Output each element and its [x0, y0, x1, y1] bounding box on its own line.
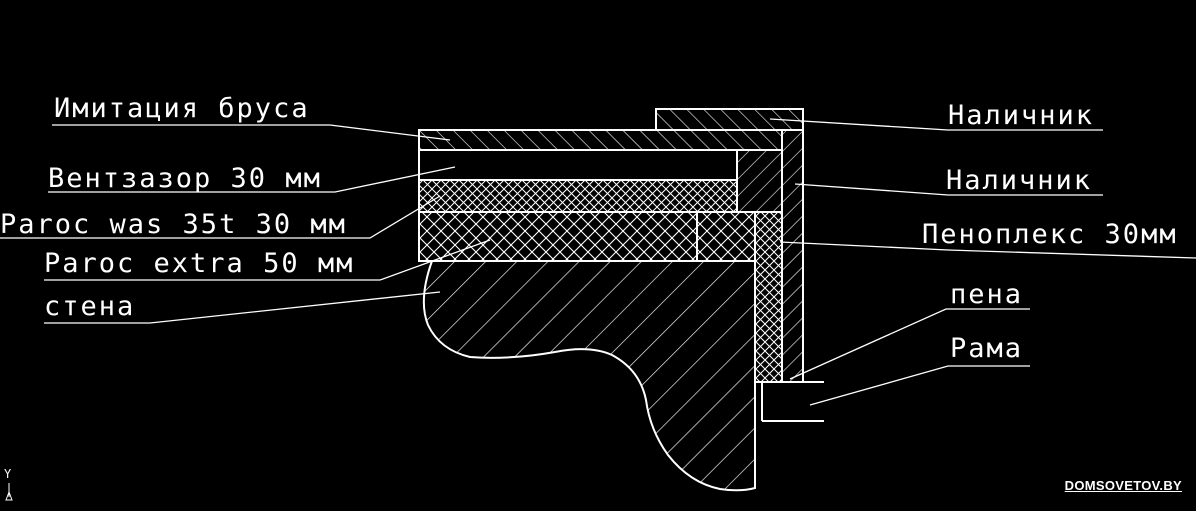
- label-frame: Рама: [950, 333, 1023, 364]
- vent-gap-layer: [418, 149, 738, 181]
- wall-section: [422, 260, 756, 492]
- trim-top: [655, 108, 804, 131]
- label-paroc-was: Paroc was 35t 30 мм: [0, 209, 347, 240]
- label-foam: пена: [950, 279, 1023, 310]
- corner-block: [736, 149, 783, 213]
- label-trim-2: Наличник: [946, 165, 1092, 196]
- label-trim-1: Наличник: [948, 100, 1094, 131]
- imitation-board: [418, 129, 783, 151]
- filler-block: [696, 211, 756, 262]
- label-penoplex: Пеноплекс 30мм: [922, 219, 1178, 250]
- paroc-was-layer: [418, 179, 738, 213]
- trim-side: [781, 129, 804, 383]
- window-frame: [754, 381, 824, 488]
- ucs-axis-label: Y: [4, 467, 12, 481]
- label-vent-gap: Вентзазор 30 мм: [48, 163, 322, 194]
- label-imitation: Имитация бруса: [54, 93, 310, 124]
- watermark-link[interactable]: DOMSOVETOV.BY: [1064, 478, 1182, 493]
- leader-lines: [0, 118, 1196, 406]
- label-wall: стена: [44, 291, 135, 322]
- paroc-extra-layer: [418, 211, 698, 262]
- ucs-icon: [5, 483, 13, 501]
- penoplex-layer: [754, 211, 783, 383]
- label-paroc-extra: Paroc extra 50 мм: [44, 248, 354, 279]
